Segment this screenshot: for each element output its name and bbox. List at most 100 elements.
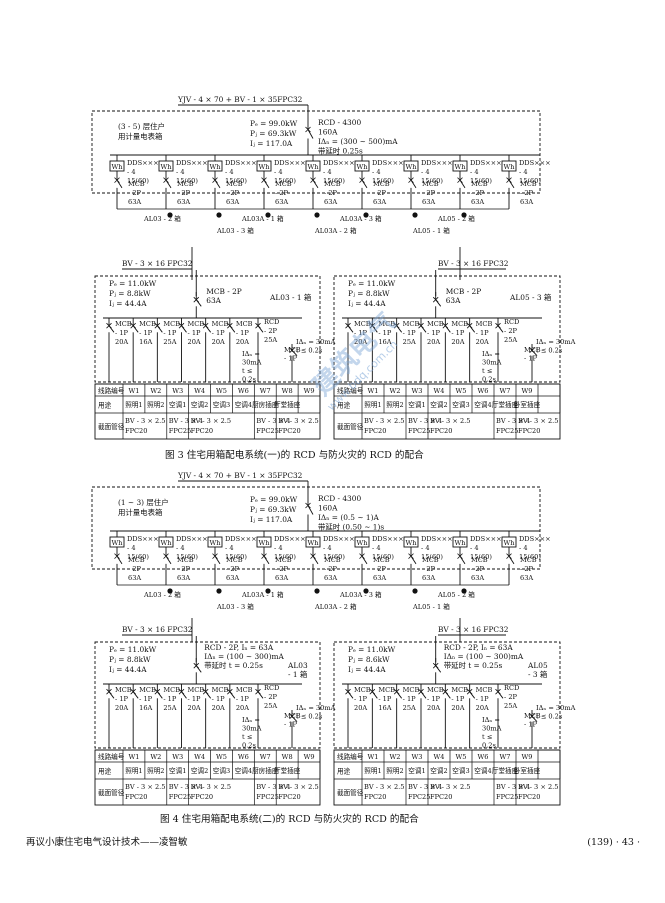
mcb-label: - 2P: [471, 565, 485, 573]
mcb-label: MCB: [128, 180, 145, 188]
breaker-cross-icon: [202, 322, 209, 329]
circuit-use: 空调1: [408, 766, 425, 775]
mcb-label: MCB: [471, 180, 488, 188]
dds-meter-label: 15(60): [519, 553, 541, 561]
circuit-use: 空调1: [169, 400, 186, 409]
table-row-header: 截面管径: [337, 422, 364, 431]
branch-breaker-label: 16A: [378, 338, 391, 346]
circuit-use: 空调4: [474, 400, 491, 409]
branch-breaker-label: 20A: [212, 704, 225, 712]
breaker-cross-icon: [106, 322, 112, 329]
circuit-code: W6: [478, 753, 489, 761]
breaker-cross-icon: [193, 296, 200, 303]
breaker-cross-icon: [154, 322, 161, 329]
cable-conduit: FPC25: [496, 427, 518, 435]
dds-meter-label: 15(60): [225, 553, 247, 561]
dds-meter-label: - 4: [372, 544, 381, 552]
circuit-use: 厨房插座: [252, 766, 279, 775]
rcd-values: IΔₙ = (0.5 ~ 1)A: [318, 513, 379, 522]
branch-breaker-label: MCB: [403, 686, 420, 694]
tap-label-0: AL03 - 2 箱: [143, 214, 181, 223]
mcb-label: MCB: [324, 180, 341, 188]
breaker-cross-icon: [408, 177, 414, 183]
distribution-box: [333, 641, 561, 749]
dds-meter-label: DDS×××: [127, 159, 159, 167]
dds-meter-label: 15(60): [274, 177, 296, 185]
breaker-cross-icon: [466, 322, 473, 329]
dds-meter-label: - 4: [225, 168, 234, 176]
branch-breaker-label: 25A: [403, 338, 416, 346]
socket-rcd-label: 25A: [264, 702, 277, 710]
tap-junction: [167, 212, 173, 218]
cable-conduit: FPC20: [278, 793, 300, 801]
breaker-cross-icon: [289, 347, 295, 354]
figure-3-caption: 图 3 住宅用箱配电系统(一)的 RCD 与防火灾的 RCD 的配合: [165, 449, 424, 461]
sub-name: - 3 箱: [528, 670, 547, 679]
kwh-meter-label: Wh: [405, 539, 417, 547]
dds-meter-label: - 4: [127, 544, 136, 552]
mcb-label: 63A: [520, 574, 533, 582]
branch-breaker-label: - 1P: [236, 695, 250, 703]
cable-size: BV - 3 × 2.5: [191, 417, 231, 425]
kwh-meter-label: Wh: [160, 539, 172, 547]
rcd-values: 160A: [318, 128, 338, 137]
mcb-label: 63A: [373, 574, 386, 582]
sub-name: - 1 箱: [288, 670, 307, 679]
sub-rcd-label: RCD - 2P, Iₙ = 63A: [204, 643, 274, 652]
footer-right-text: (139) · 43 ·: [587, 837, 640, 848]
sub-main-label: MCB - 2P: [206, 287, 242, 296]
breaker-cross-icon: [193, 662, 200, 669]
socket-rcd-2-label: - 1P: [284, 721, 298, 729]
kwh-meter-label: Wh: [111, 539, 123, 547]
dds-meter-label: - 4: [470, 168, 479, 176]
cable-conduit: FPC20: [518, 793, 540, 801]
dds-meter-label: 15(60): [372, 177, 394, 185]
dds-meter-label: 15(60): [225, 177, 247, 185]
circuit-code: W5: [456, 387, 467, 395]
dds-meter-label: - 4: [176, 168, 185, 176]
cable-conduit: FPC25: [169, 793, 191, 801]
mcb-label: - 2P: [422, 189, 436, 197]
tap-label-2: AL03A - 1 箱: [241, 214, 284, 223]
mcb-label: - 2P: [177, 565, 191, 573]
circuit-use: 空调4: [235, 766, 252, 775]
dds-meter-label: 15(60): [274, 553, 296, 561]
branch-breaker-label: 20A: [451, 704, 464, 712]
branch-breaker-label: 20A: [451, 338, 464, 346]
feeder-label: YJV - 4 × 70 + BV - 1 × 35FPC32: [177, 95, 302, 104]
load-values: Pₑ = 99.0kW: [250, 495, 298, 504]
tap-junction: [363, 588, 369, 594]
breaker-cross-icon: [130, 322, 136, 329]
socket-rcd-label: - 2P: [264, 327, 278, 335]
socket-rcd-trip: 0.2s: [482, 742, 496, 750]
kwh-meter-label: Wh: [160, 163, 172, 171]
tap-junction: [412, 212, 418, 218]
socket-rcd-2-label: MCB: [524, 712, 541, 720]
tap-label-1: AL03 - 3 箱: [216, 602, 254, 611]
dds-meter-label: 15(60): [127, 177, 149, 185]
mcb-label: - 2P: [373, 189, 387, 197]
branch-breaker-label: - 1P: [427, 329, 441, 337]
mcb-label: - 2P: [471, 189, 485, 197]
tap-junction: [314, 588, 320, 594]
mcb-label: - 2P: [324, 189, 338, 197]
mcb-label: MCB: [520, 180, 537, 188]
branch-breaker-label: - 1P: [139, 329, 153, 337]
branch-breaker-label: 20A: [188, 338, 201, 346]
cable-size: BV - 3 × 2.5: [125, 417, 165, 425]
dds-meter-label: - 4: [225, 544, 234, 552]
branch-breaker-label: - 1P: [476, 695, 490, 703]
branch-breaker-label: - 1P: [236, 329, 250, 337]
dds-meter-label: 15(60): [372, 553, 394, 561]
rcd-values: IΔₙ = (300 ~ 500)mA: [318, 137, 398, 146]
branch-breaker-label: MCB: [188, 320, 205, 328]
cable-conduit: FPC20: [125, 793, 147, 801]
mcb-label: - 2P: [324, 565, 338, 573]
load-values: Pⱼ = 69.3kW: [250, 129, 297, 138]
feeder-label: YJV - 4 × 70 + BV - 1 × 35FPC32: [177, 471, 302, 480]
circuit-use: 空调2: [191, 766, 208, 775]
socket-rcd-2-trip: IΔₙ = 30mA: [296, 704, 336, 712]
breaker-cross-icon: [310, 553, 316, 559]
breaker-cross-icon: [310, 177, 316, 183]
dds-meter-label: DDS×××: [421, 159, 453, 167]
